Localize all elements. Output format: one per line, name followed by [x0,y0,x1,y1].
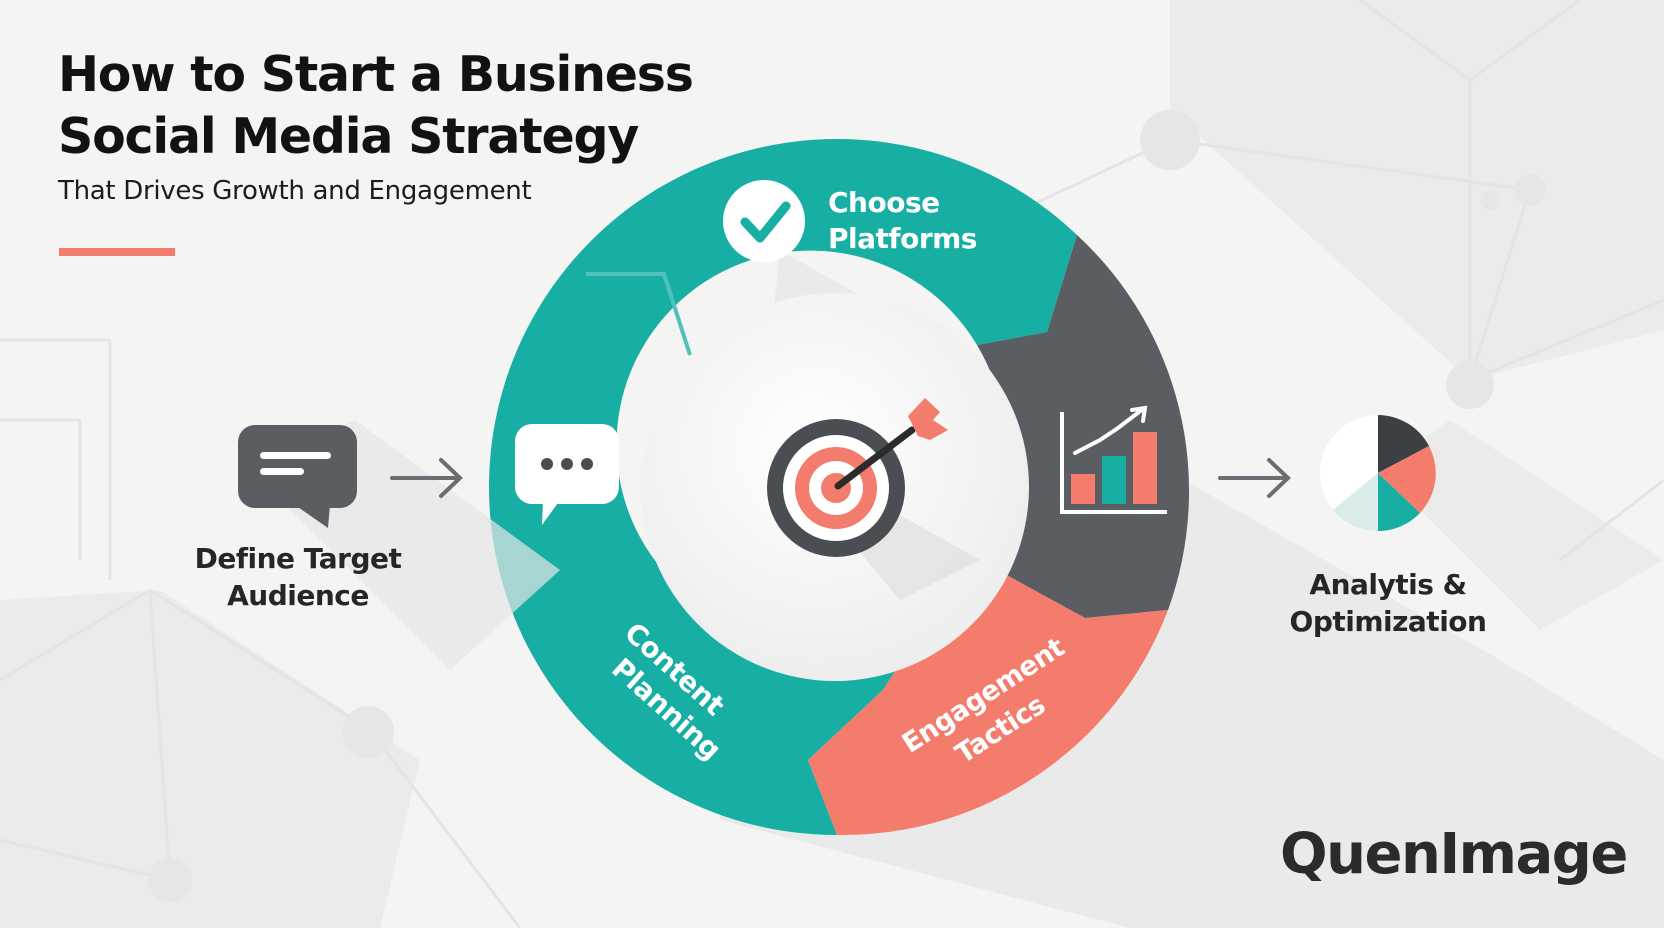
ring-segment-coral [808,555,1168,836]
step-choose-platforms-label: Choose Platforms [828,186,977,255]
chat-lines-icon [238,420,560,670]
choose-platforms-line-1: Choose [828,186,940,219]
ring-segment-teal [488,138,1078,836]
pie-chart-icon [1320,415,1664,630]
target-arrow-icon [767,398,980,600]
bar-chart-icon [1060,405,1167,514]
connector-line [586,272,692,356]
check-circle-icon [723,180,805,262]
step-analytics-label: Analytis & Optimization [1289,568,1487,638]
arrow-right-icon [1218,458,1291,498]
arrow-right-icon [390,458,463,498]
step-define-audience-label: Define Target Audience [194,542,402,612]
accent-underline [59,248,175,256]
header: How to Start a Business Social Media Str… [58,44,694,206]
choose-platforms-line-2: Platforms [828,222,977,255]
chat-dots-icon [515,424,619,525]
brand-logo: QuenImage [1280,822,1628,887]
page-subtitle: That Drives Growth and Engagement [58,176,532,206]
page-title: How to Start a Business Social Media Str… [58,46,694,165]
